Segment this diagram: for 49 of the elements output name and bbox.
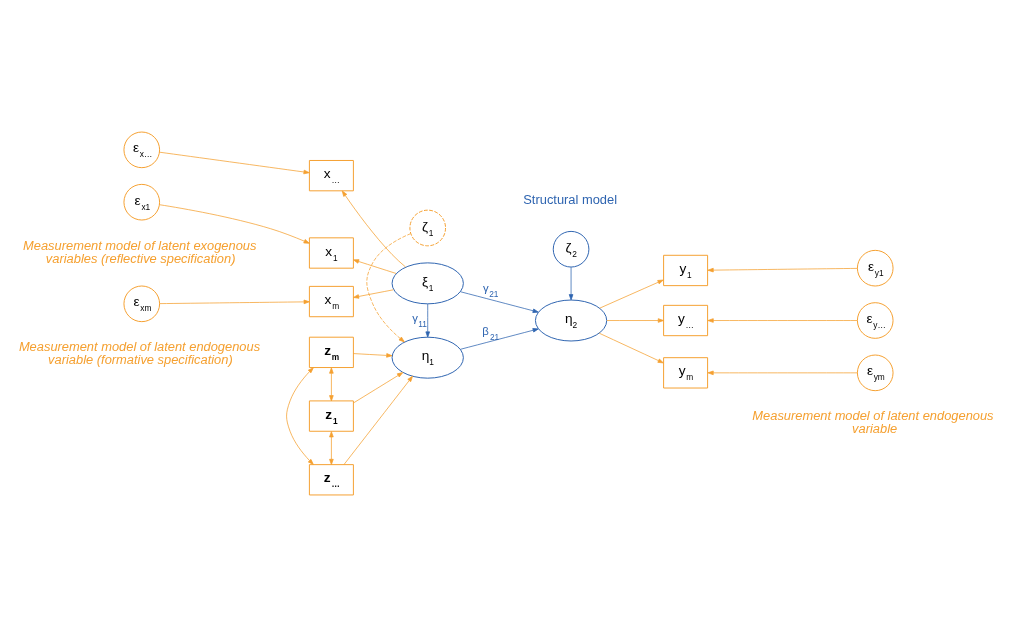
arrow (352, 353, 392, 358)
edge-label: β$_{21}$ (481, 324, 499, 342)
node-box: y$_{…}$ (662, 304, 708, 337)
label: Measurement model of latent endogenous variable (751, 408, 994, 437)
arrow (425, 303, 430, 338)
arrow (285, 367, 314, 465)
label: Measurement model of latent endogenous variable (formative specification) (18, 339, 260, 368)
arrow (459, 328, 539, 350)
arrow (568, 266, 573, 301)
label: Measurement model of latent exogenous variables (reflective specification) (22, 237, 256, 266)
label: Structural model (522, 191, 617, 207)
arrow (159, 299, 310, 305)
node-circle: ε$_{ym}$ (856, 354, 894, 392)
node-circle: ζ$_{1}$ (408, 209, 446, 247)
arrow (707, 370, 858, 376)
node-box: x$_{m}$ (308, 285, 354, 318)
arrow (606, 318, 664, 323)
node-box: z$_{m}$ (308, 336, 354, 369)
arrow (341, 190, 406, 268)
node-ellipse: η$_{2}$ (534, 299, 607, 342)
arrow (707, 318, 858, 323)
arrow (158, 151, 310, 175)
arrow (352, 372, 403, 404)
arrow (328, 367, 334, 402)
arrow (598, 279, 664, 309)
arrow (459, 291, 539, 313)
node-circle: ε$_{xm}$ (122, 285, 160, 323)
arrow (707, 267, 858, 273)
node-box: y$_{1}$ (662, 254, 708, 287)
node-circle: ε$_{y1}$ (856, 249, 894, 287)
arrow (328, 431, 334, 465)
edge-label: γ$_{21}$ (482, 282, 498, 300)
arrow (158, 204, 310, 244)
arrow (365, 233, 411, 343)
node-circle: ε$_{x…}$ (122, 131, 160, 169)
arrow (352, 259, 396, 274)
node-circle: ε$_{x1}$ (122, 183, 160, 221)
node-box: x$_{1}$ (308, 237, 354, 269)
node-box: z$_{1}$ (308, 400, 354, 432)
arrow (343, 375, 413, 465)
arrow (352, 289, 394, 299)
node-circle: ζ$_{2}$ (552, 230, 589, 268)
node-box: y$_{m}$ (662, 357, 708, 389)
node-circle: ε$_{y…}$ (856, 302, 894, 339)
node-box: x$_{…}$ (308, 160, 354, 192)
node-box: z$_{…}$ (308, 464, 354, 496)
edge-label: γ$_{11}$ (411, 312, 427, 330)
arrow (598, 332, 664, 364)
node-ellipse: ξ$_{1}$ (391, 262, 464, 305)
